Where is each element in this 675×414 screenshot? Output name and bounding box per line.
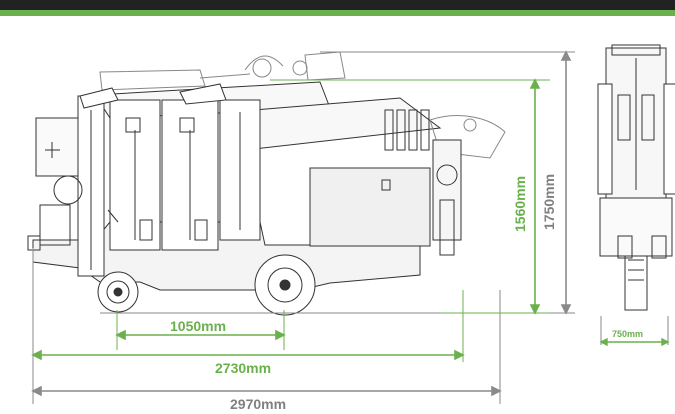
- dim-label-body-length: 2730mm: [215, 360, 272, 376]
- dim-line-1560: [529, 78, 541, 315]
- dim-label-total-height: 1750mm: [541, 173, 557, 230]
- dim-label-wheelbase: 1050mm: [170, 318, 227, 334]
- rear-wheel: [97, 271, 139, 313]
- dim-label-width: 750mm: [612, 329, 644, 339]
- header-bar: [0, 0, 675, 10]
- dim-label-total-length: 2970mm: [230, 396, 287, 412]
- front-wheel: [254, 254, 316, 316]
- crane-side-view: [27, 51, 506, 314]
- crane-front-view: [597, 44, 675, 311]
- dim-line-1750: [560, 50, 572, 315]
- dim-label-folded-height: 1560mm: [512, 175, 528, 232]
- dim-line-1050: [115, 329, 286, 341]
- dim-line-2730: [31, 349, 465, 361]
- accent-stripe: [0, 10, 675, 16]
- dim-line-2970: [31, 385, 502, 397]
- dim-line-750: [599, 337, 670, 347]
